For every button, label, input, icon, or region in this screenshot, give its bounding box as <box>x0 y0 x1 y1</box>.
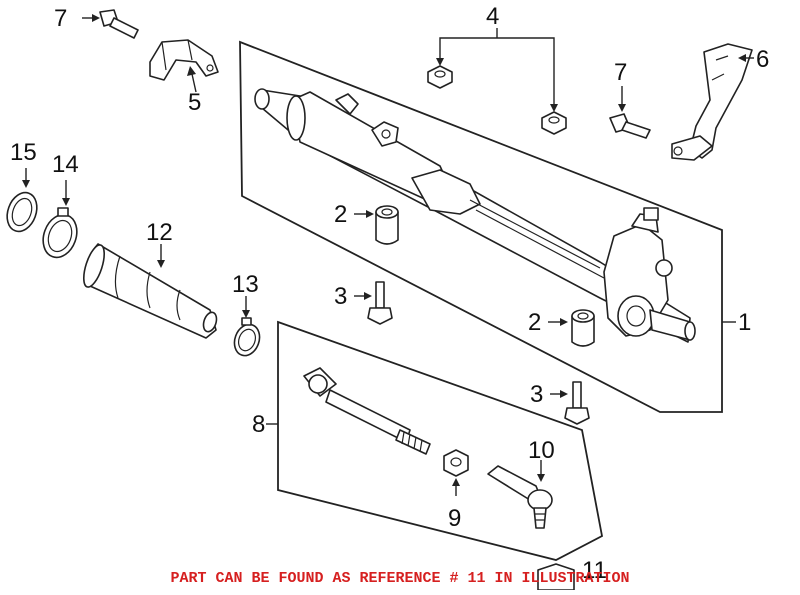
assembly-box-8 <box>277 320 604 561</box>
assembly-box-1 <box>239 40 723 413</box>
mounting-bracket <box>149 39 219 81</box>
callout-14: 14 <box>52 151 79 178</box>
callout-7a: 7 <box>54 5 67 32</box>
heat-shield <box>671 43 753 161</box>
outer-tie-rod-end <box>487 465 553 529</box>
callout-12: 12 <box>146 219 173 246</box>
callout-5: 5 <box>188 89 201 116</box>
rack-boot <box>82 243 218 339</box>
nut-left <box>427 65 453 89</box>
bolt-upper <box>367 281 393 325</box>
callout-10: 10 <box>528 437 555 464</box>
callout-8: 8 <box>252 411 265 438</box>
bolt-lower <box>564 381 590 425</box>
callout-3b: 3 <box>530 381 543 408</box>
steering-rack <box>254 88 696 343</box>
bushing-lower <box>571 309 595 347</box>
inner-tie-rod <box>303 367 431 455</box>
callout-1: 1 <box>738 309 751 336</box>
jam-nut <box>443 449 469 477</box>
callout-6: 6 <box>756 46 769 73</box>
boot-clamp-large <box>42 207 78 259</box>
nut-right <box>541 111 567 135</box>
boot-clamp-small <box>233 317 261 357</box>
callout-4: 4 <box>486 3 499 30</box>
callout-7b: 7 <box>614 59 627 86</box>
snap-ring <box>6 191 38 233</box>
reference-note: PART CAN BE FOUND AS REFERENCE # 11 IN I… <box>170 570 629 587</box>
callout-2a: 2 <box>334 201 347 228</box>
callout-11: 11 <box>582 557 607 584</box>
bolt-7-right <box>609 113 651 139</box>
bolt-7-top <box>99 9 139 39</box>
callout-13: 13 <box>232 271 259 298</box>
callout-2b: 2 <box>528 309 541 336</box>
bushing-upper <box>375 205 399 245</box>
castle-nut <box>537 563 575 591</box>
callout-9: 9 <box>448 505 461 532</box>
callout-3a: 3 <box>334 283 347 310</box>
callout-15: 15 <box>10 139 37 166</box>
